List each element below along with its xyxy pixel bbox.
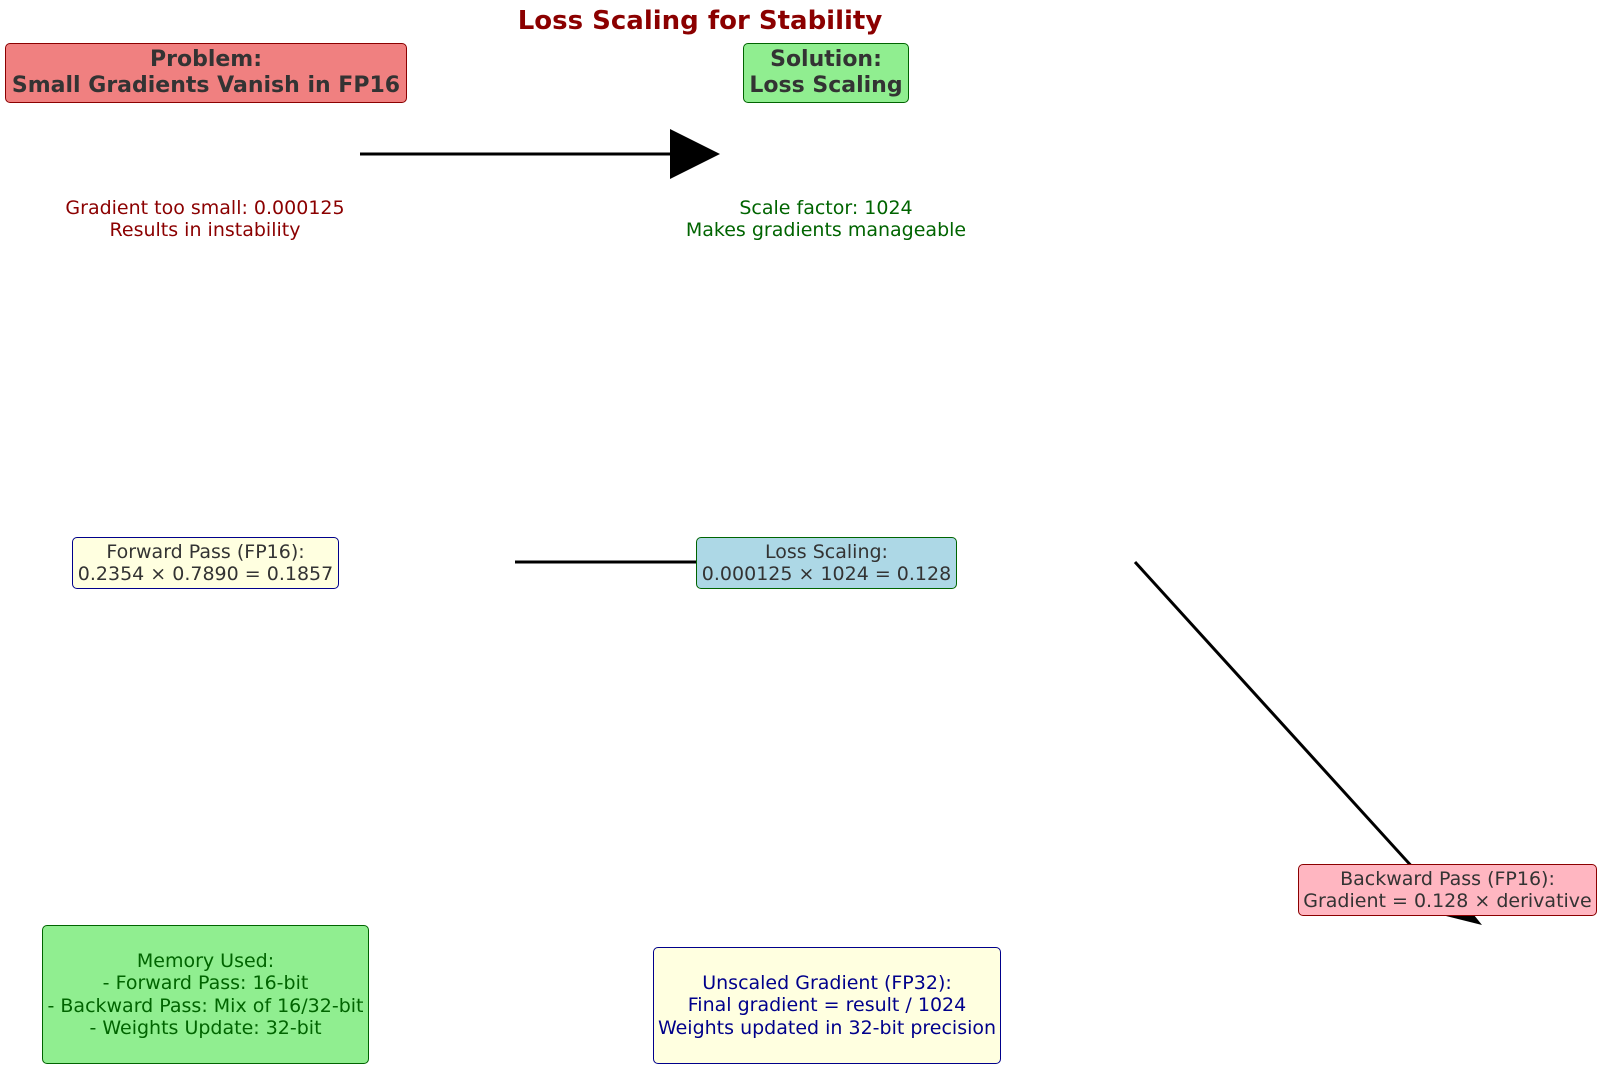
memory-backward-pass: - Backward Pass: Mix of 16/32-bit [47,994,364,1017]
solution-note-line-1: Scale factor: 1024 [739,197,913,219]
backward-pass-box: Backward Pass (FP16): Gradient = 0.128 ×… [1298,864,1597,916]
unscaled-gradient-formula: Final gradient = result / 1024 [687,994,967,1017]
memory-used-box: Memory Used: - Forward Pass: 16-bit - Ba… [42,925,369,1064]
loss-scaling-formula: 0.000125 × 1024 = 0.128 [701,563,952,585]
problem-note: Gradient too small: 0.000125 Results in … [65,197,344,242]
problem-box: Problem: Small Gradients Vanish in FP16 [5,43,407,103]
solution-note-line-2: Makes gradients manageable [685,219,967,242]
loss-scaling-box: Loss Scaling: 0.000125 × 1024 = 0.128 [696,537,957,589]
diagram-title: Loss Scaling for Stability [517,6,883,36]
memory-forward-pass: - Forward Pass: 16-bit [102,972,309,995]
forward-pass-heading: Forward Pass (FP16): [106,540,305,563]
problem-description: Small Gradients Vanish in FP16 [11,73,401,98]
scaling-to-backward-arrow-shaft [1133,560,1447,905]
backward-pass-heading: Backward Pass (FP16): [1340,867,1555,890]
solution-heading: Solution: [770,46,882,72]
forward-pass-formula: 0.2354 × 0.7890 = 0.1857 [77,563,334,585]
problem-note-line-1: Gradient too small: 0.000125 [65,197,345,219]
memory-weights-update: - Weights Update: 32-bit [89,1016,322,1039]
memory-used-heading: Memory Used: [136,949,275,972]
problem-to-solution-arrowhead [670,129,720,179]
unscaled-gradient-box: Unscaled Gradient (FP32): Final gradient… [653,947,1001,1064]
unscaled-gradient-heading: Unscaled Gradient (FP32): [702,971,952,994]
problem-heading: Problem: [149,46,263,72]
unscaled-gradient-note: Weights updated in 32-bit precision [657,1016,997,1039]
solution-description: Loss Scaling [749,73,903,98]
backward-pass-formula: Gradient = 0.128 × derivative [1303,890,1592,912]
problem-note-line-2: Results in instability [109,219,301,242]
solution-note: Scale factor: 1024 Makes gradients manag… [686,197,966,242]
solution-box: Solution: Loss Scaling [743,43,909,103]
loss-scaling-heading: Loss Scaling: [765,540,888,563]
forward-pass-box: Forward Pass (FP16): 0.2354 × 0.7890 = 0… [72,537,339,589]
